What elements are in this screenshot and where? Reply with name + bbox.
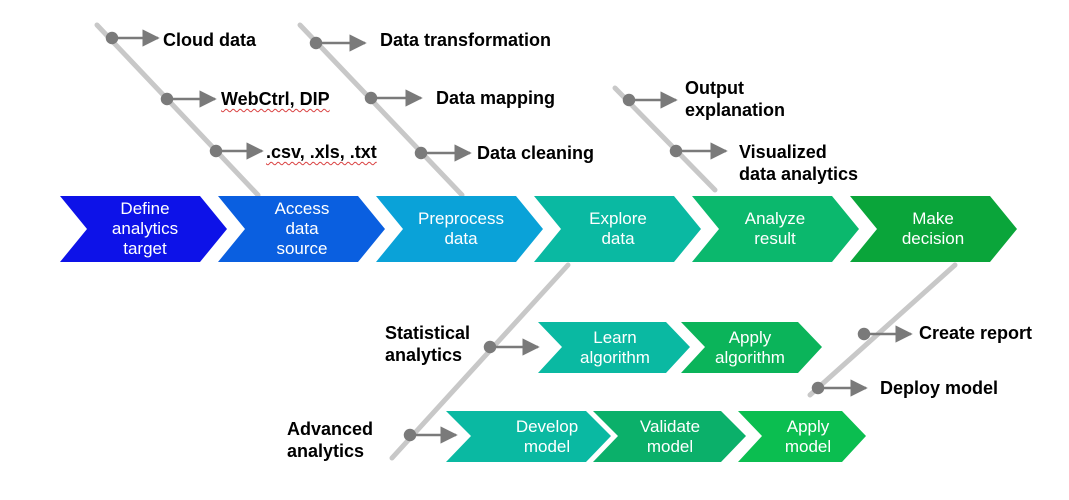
chevron-define-target — [60, 196, 227, 262]
deploy-model-label: Deploy model — [880, 378, 999, 398]
arrow-statistical — [483, 338, 540, 356]
arrow-deploy-model — [811, 379, 868, 397]
arrow-advanced — [403, 426, 458, 444]
advanced-analytics-title: Advanced analytics — [287, 419, 374, 461]
data-mapping-label: Data mapping — [436, 88, 556, 108]
webctrl-dip-label: WebCtrl, DIP — [221, 89, 330, 109]
arrow-csv — [209, 142, 264, 160]
validate-model-label: Validate model — [639, 416, 701, 456]
arrow-webctrl — [160, 90, 217, 108]
connectors — [105, 29, 913, 444]
access-spine — [94, 22, 261, 198]
define-target-label: Define analytics target — [111, 199, 179, 258]
arrow-output-explanation — [622, 91, 678, 109]
make-decision-label: Make decision — [901, 209, 965, 248]
apply-model-label: Apply model — [784, 416, 832, 456]
chevron-analyze-result — [692, 196, 859, 262]
arrow-cloud-data — [105, 29, 160, 47]
chevron-make-decision — [850, 196, 1017, 262]
advanced-flow — [446, 411, 866, 462]
chevron-develop-model — [446, 411, 611, 462]
data-transformation-label: Data transformation — [380, 30, 552, 50]
arrow-create-report — [857, 325, 913, 343]
file-types-label: .csv, .xls, .txt — [266, 142, 377, 162]
arrow-data-mapping — [364, 89, 423, 107]
main-flow — [60, 196, 1017, 262]
chevron-explore-data — [534, 196, 701, 262]
develop-model-label: Develop model — [515, 416, 579, 456]
preprocess-spine — [297, 22, 465, 198]
chevron-apply-model — [738, 411, 866, 462]
chevron-apply-algorithm — [681, 322, 822, 373]
arrow-data-transformation — [309, 34, 367, 52]
create-report-label: Create report — [919, 323, 1033, 343]
output-explanation-label: Output explanation — [685, 78, 786, 120]
analyze-result-label: Analyze result — [744, 209, 806, 248]
explore-down-spine — [389, 262, 571, 461]
statistical-flow — [538, 322, 822, 373]
decision-down-spine — [807, 262, 958, 398]
explore-data-label: Explore data — [589, 209, 647, 248]
chevron-validate-model — [593, 411, 746, 462]
chevron-access-data-source — [218, 196, 385, 262]
apply-algorithm-label: Apply algorithm — [715, 327, 785, 367]
access-data-source-label: Access data source — [274, 199, 330, 258]
preprocess-data-label: Preprocess data — [418, 209, 504, 248]
data-cleaning-label: Data cleaning — [477, 143, 595, 163]
arrow-data-cleaning — [414, 144, 472, 162]
cloud-data-label: Cloud data — [163, 30, 256, 50]
chevron-learn-algorithm — [538, 322, 690, 373]
learn-algorithm-label: Learn algorithm — [580, 327, 650, 367]
statistical-analytics-title: Statistical analytics — [385, 323, 471, 365]
arrow-visualized — [669, 142, 728, 160]
visualized-analytics-label: Visualized data analytics — [739, 142, 859, 184]
chevron-preprocess-data — [376, 196, 543, 262]
